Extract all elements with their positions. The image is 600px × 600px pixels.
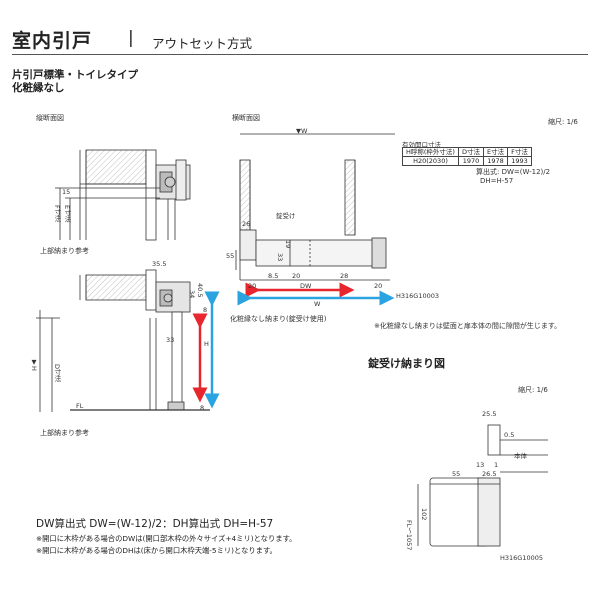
vertical-section-top xyxy=(55,149,191,241)
footer-formula: DW算出式 DW=(W-12)/2：DH算出式 DH=H-57 xyxy=(36,518,274,530)
dim-35-5: 35.5 xyxy=(152,260,167,268)
dim-20b: 20 xyxy=(292,272,301,280)
dim-34: 34 xyxy=(188,290,196,299)
td-h: H20(2030) xyxy=(402,156,459,166)
middle-caption: 化粧縁なし納まり(錠受け使用) xyxy=(230,315,327,323)
drawing-no-1: H316G10003 xyxy=(396,292,440,300)
formula-dw: 算出式: DW=(W-12)/2 xyxy=(476,168,551,176)
dim-25-5: 25.5 xyxy=(482,410,497,418)
dimension-table: H呼称(枠外寸法) D寸法 E寸法 F寸法 H20(2030) 1970 197… xyxy=(402,147,532,166)
dim-1: 1 xyxy=(494,461,499,469)
body-label: 本体 xyxy=(514,452,527,460)
th-d: D寸法 xyxy=(457,147,484,157)
horizontal-section xyxy=(235,133,395,281)
dim-55-lock: 55 xyxy=(452,470,461,478)
dim-15: 15 xyxy=(62,188,71,196)
dim-33-mid: 33 xyxy=(276,253,284,262)
dim-20a: 20 xyxy=(248,282,257,290)
dim-8: 8 xyxy=(203,306,208,314)
dim-13: 13 xyxy=(476,461,485,469)
dim-55: 55 xyxy=(226,252,235,260)
dim-w: W xyxy=(314,300,321,308)
td-f: 1993 xyxy=(507,156,532,166)
td-e: 1978 xyxy=(482,156,509,166)
lock-detail-drawing xyxy=(417,424,548,547)
d-dim-label: D寸法 xyxy=(53,364,61,383)
dim-dw: DW xyxy=(300,282,312,290)
lock-detail-title: 錠受け納まり図 xyxy=(368,357,445,370)
footer-note-2: ※開口に木枠がある場合のDHは(床から開口木枠天端-5ミリ)となります。 xyxy=(36,546,277,555)
e-dim-label: E寸法 xyxy=(63,205,71,223)
vertical-section-label: 縦断面図 xyxy=(36,114,64,122)
drawing-no-2: H316G10005 xyxy=(500,554,544,562)
top-fit-ref-1: 上部納まり参考 xyxy=(40,247,89,255)
td-d: 1970 xyxy=(457,156,484,166)
dim-40-5: 40.5 xyxy=(196,283,204,298)
lock-receiver-label: 錠受け xyxy=(276,212,296,220)
dim-0-5: 0.5 xyxy=(504,431,515,439)
dim-table-title: 有効開口寸法 xyxy=(402,141,441,149)
dim-26: 26 xyxy=(242,220,251,228)
header-divider xyxy=(12,54,588,55)
dim-h-mark: ▼H xyxy=(30,358,38,371)
fl-label: FL xyxy=(76,402,84,410)
horizontal-section-label: 横断面図 xyxy=(232,114,260,122)
dim-33-left: 33 xyxy=(166,336,175,344)
category-line-1: 片引戸標準・トイレタイプ xyxy=(12,69,138,81)
title-separator: | xyxy=(128,28,134,48)
f-dim-label: F寸法 xyxy=(53,205,61,222)
th-h: H呼称(枠外寸法) xyxy=(402,147,459,157)
dim-102: 102 xyxy=(420,508,428,521)
dim-19: 19 xyxy=(284,240,292,249)
top-fit-ref-2: 上部納まり参考 xyxy=(40,429,89,437)
gap-note: ※化粧縁なし納まりは壁面と扉本体の間に隙間が生じます。 xyxy=(374,322,562,330)
footer-note-1: ※開口に木枠がある場合のDWは(開口部木枠の外々サイズ+4ミリ)となります。 xyxy=(36,534,297,543)
dim-fl-lock: FL～1057 xyxy=(405,520,413,551)
dim-8-5: 8.5 xyxy=(268,272,279,280)
page-title: 室内引戸 xyxy=(12,30,93,52)
th-e: E寸法 xyxy=(482,147,509,157)
dim-h: H xyxy=(204,340,209,348)
w-top-label: ▼W xyxy=(296,127,308,135)
dim-20c: 20 xyxy=(374,282,383,290)
category-line-2: 化粧縁なし xyxy=(12,82,65,94)
formula-dh: DH=H-57 xyxy=(480,177,514,185)
scale-label-1: 縮尺: 1/6 xyxy=(548,118,578,126)
dim-8b: 8 xyxy=(200,404,205,412)
scale-label-2: 縮尺: 1/6 xyxy=(518,386,548,394)
dim-26-5: 26.5 xyxy=(482,470,497,478)
dim-28: 28 xyxy=(340,272,349,280)
th-f: F寸法 xyxy=(507,147,532,157)
vertical-section-bottom xyxy=(36,269,210,412)
page-subtitle: アウトセット方式 xyxy=(152,36,253,51)
